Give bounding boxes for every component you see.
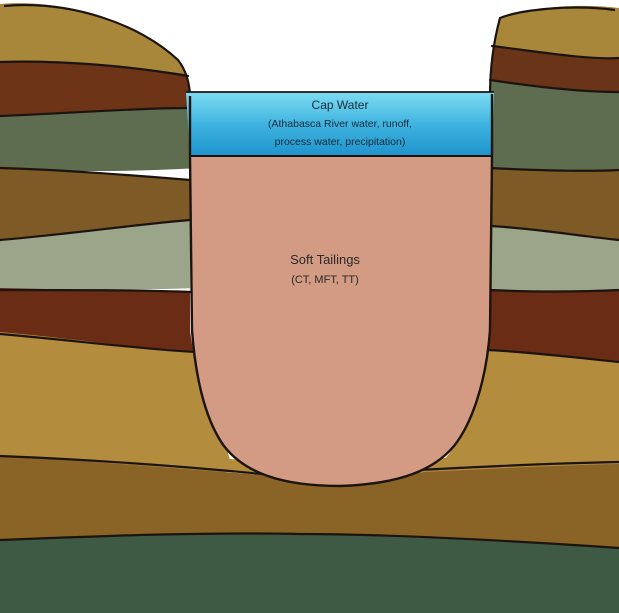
cap-water-title: Cap Water (312, 98, 369, 112)
lower-layer-deep-green (0, 533, 619, 613)
cap-water-line1: (Athabasca River water, runoff, (268, 118, 412, 130)
soft-tailings-body (190, 156, 492, 486)
cap-water-line2: process water, precipitation) (275, 136, 406, 148)
soft-tailings-title: Soft Tailings (290, 252, 360, 267)
left-layer-grey-green-1 (0, 108, 200, 171)
right-layer-grey-green-1 (480, 80, 619, 171)
soft-tailings-line1: (CT, MFT, TT) (291, 274, 359, 286)
